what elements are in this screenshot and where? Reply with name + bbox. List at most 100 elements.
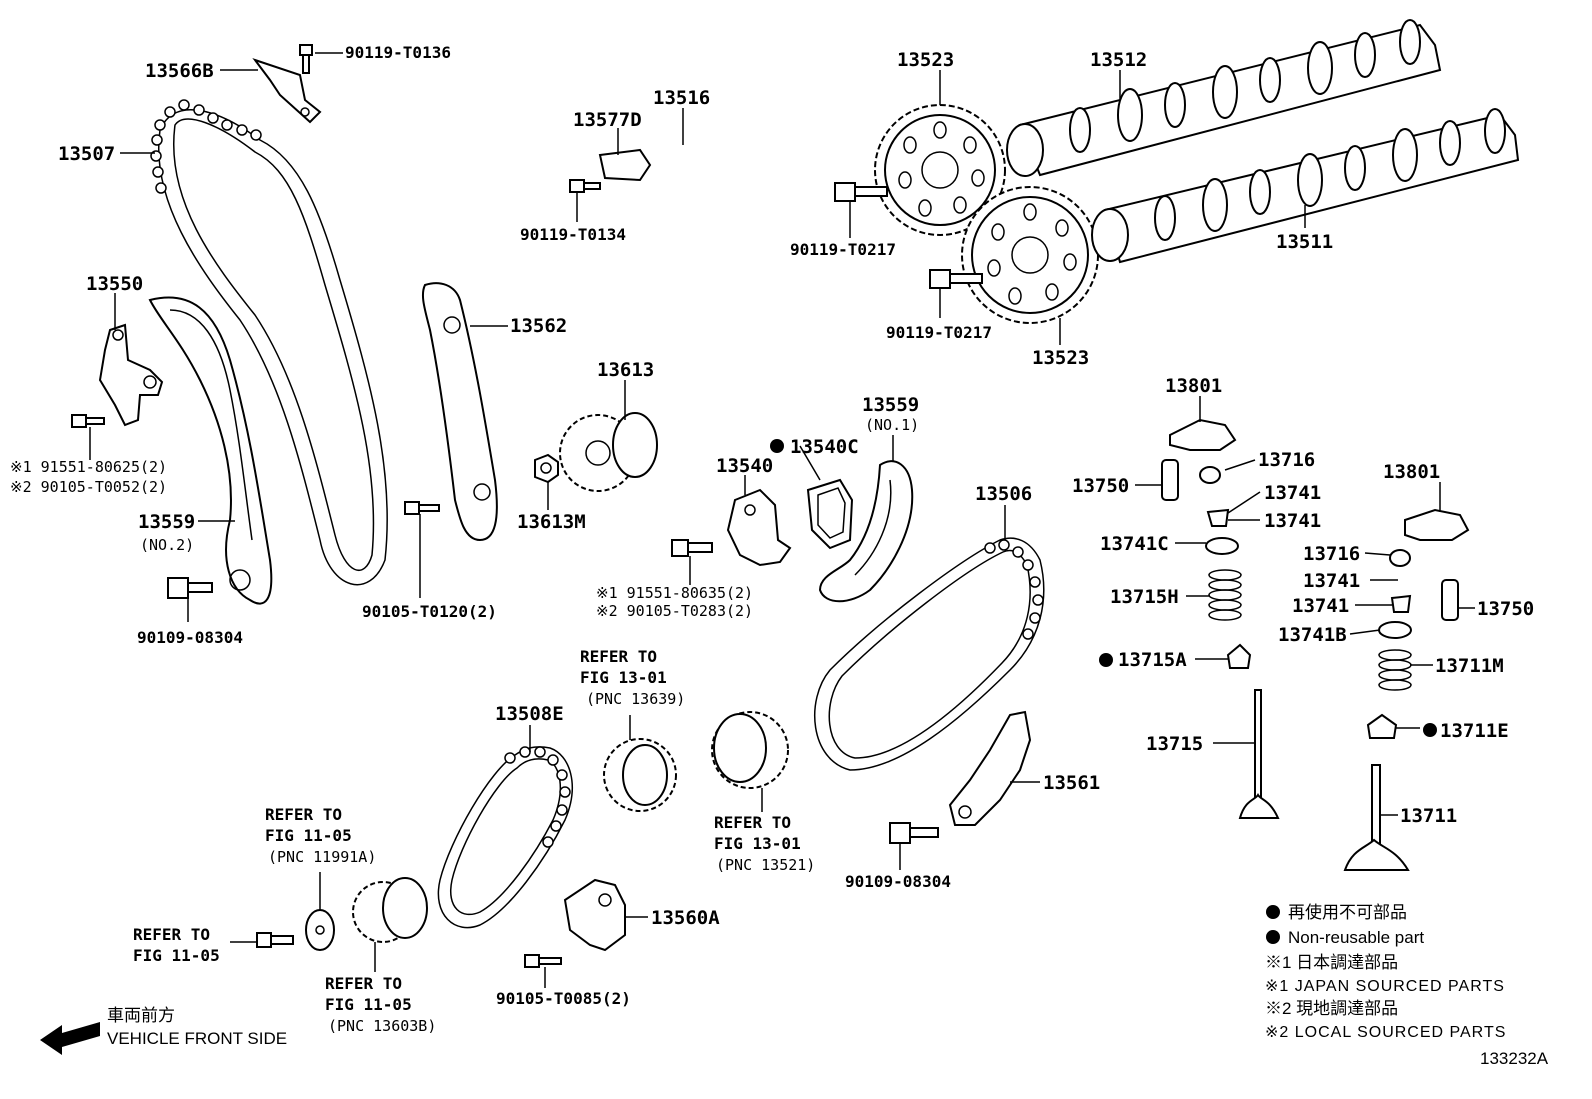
- timing-chain-13506[interactable]: [813, 537, 1045, 771]
- ref-13639-line1: REFER TO: [580, 647, 657, 666]
- retainer-13741C[interactable]: [1205, 537, 1239, 555]
- pipe-13516[interactable]: [658, 143, 700, 175]
- label-13711E: 13711E: [1440, 720, 1509, 742]
- label-13507: 13507: [58, 143, 115, 165]
- label-13561: 13561: [1043, 772, 1100, 794]
- camshaft-sprocket-13523-top[interactable]: [874, 104, 1006, 236]
- label-13741B: 13741B: [1278, 624, 1347, 646]
- bolt-90119-T0134[interactable]: [569, 179, 601, 193]
- reference-notes: REFER TO FIG 13-01 (PNC 13639) REFER TO …: [133, 647, 815, 1035]
- label-90119-T0217-a: 90119-T0217: [790, 240, 896, 259]
- label-13523-bottom: 13523: [1032, 347, 1089, 369]
- label-13516: 13516: [653, 87, 710, 109]
- label-13741C: 13741C: [1100, 533, 1169, 555]
- rocker-arm-13801-a[interactable]: [1169, 418, 1237, 451]
- bolt-90109-08304-b[interactable]: [889, 822, 939, 844]
- crank-sprocket-13639[interactable]: [603, 738, 677, 812]
- washer-11991A[interactable]: [305, 909, 335, 951]
- label-90119-T0134: 90119-T0134: [520, 225, 626, 244]
- label-90109-08304-a: 90109-08304: [137, 628, 243, 647]
- pad-13716-b[interactable]: [1389, 549, 1411, 567]
- idler-gear-13613[interactable]: [559, 412, 658, 492]
- part-labels: 13566B 90119-T0136 13507 13577D 13516 90…: [10, 43, 1534, 1008]
- front-jp: 車両前方: [107, 1006, 175, 1025]
- chain-slipper-13559-no2[interactable]: [148, 296, 273, 605]
- bolt-91551-80625[interactable]: [71, 414, 105, 428]
- chain-slipper-13559-no1[interactable]: [818, 460, 914, 603]
- label-13750-b: 13750: [1477, 598, 1534, 620]
- label-90119-T0217-b: 90119-T0217: [886, 323, 992, 342]
- adjuster-13750-b[interactable]: [1441, 579, 1459, 621]
- chain-guide-13562[interactable]: [421, 282, 498, 542]
- camshaft-13512[interactable]: [1006, 19, 1442, 177]
- legend: 再使用不可部品 Non-reusable part ※1 日本調達部品 ※1 J…: [1265, 902, 1506, 1041]
- gasket-13540C[interactable]: [806, 478, 854, 550]
- bolt-90109-08304-a[interactable]: [167, 577, 213, 599]
- bolt-90119-T0136[interactable]: [299, 44, 313, 74]
- bracket-13577D[interactable]: [598, 148, 652, 182]
- label-13512: 13512: [1090, 49, 1147, 71]
- chain-tensioner-13550[interactable]: [98, 323, 164, 427]
- bolt-90105-T0120[interactable]: [404, 501, 440, 515]
- label-13560A: 13560A: [651, 907, 720, 929]
- retainer-13741B[interactable]: [1378, 621, 1412, 639]
- spring-13715H[interactable]: [1208, 569, 1242, 621]
- legend-bullet-jp: 再使用不可部品: [1288, 902, 1407, 922]
- label-13715A: 13715A: [1118, 649, 1187, 671]
- ref-11991A-line2: FIG 11-05: [265, 826, 352, 845]
- seal-13711E[interactable]: [1366, 713, 1398, 739]
- spring-13711M[interactable]: [1378, 649, 1412, 691]
- camshaft-sprocket-13523-bottom[interactable]: [961, 186, 1099, 324]
- label-91551-80625: ※1 91551-80625(2): [10, 458, 167, 476]
- ref-13603B-line1: REFER TO: [325, 974, 402, 993]
- tensioner-13560A[interactable]: [563, 878, 626, 952]
- label-13715H: 13715H: [1110, 586, 1179, 608]
- tensioner-13540[interactable]: [726, 488, 792, 567]
- ref-13521-line2: FIG 13-01: [714, 834, 801, 853]
- label-13741-d: 13741: [1292, 595, 1349, 617]
- bolt-90119-T0217-a[interactable]: [834, 182, 888, 202]
- label-90105-T0085: 90105-T0085(2): [496, 989, 631, 1008]
- label-13559-no2: 13559: [138, 511, 195, 533]
- leader-lines: [89, 52, 1475, 988]
- keeper-13741-c[interactable]: [1390, 594, 1412, 613]
- pad-13716-a[interactable]: [1199, 466, 1221, 484]
- legend-note2-en: ※2 LOCAL SOURCED PARTS: [1265, 1024, 1506, 1041]
- bolt-91551-80635[interactable]: [671, 539, 713, 557]
- timing-chain-13507[interactable]: [150, 99, 388, 586]
- bracket-13566B[interactable]: [252, 58, 322, 124]
- valve-13711[interactable]: [1343, 764, 1410, 871]
- seal-13715A[interactable]: [1226, 643, 1252, 669]
- label-13741-c: 13741: [1303, 570, 1360, 592]
- figure-id: 133232A: [1480, 1049, 1549, 1068]
- label-13801-b: 13801: [1383, 461, 1440, 483]
- legend-note1-en: ※1 JAPAN SOURCED PARTS: [1265, 978, 1505, 995]
- bolt-1105[interactable]: [256, 932, 294, 948]
- label-91551-80635: ※1 91551-80635(2): [596, 584, 753, 602]
- sprocket-13521[interactable]: [711, 711, 789, 789]
- label-13613: 13613: [597, 359, 654, 381]
- adjuster-13750-a[interactable]: [1161, 459, 1179, 501]
- legend-bullet-icon: [1266, 905, 1280, 919]
- rocker-arm-13801-b[interactable]: [1404, 508, 1470, 541]
- sprocket-13603B[interactable]: [352, 877, 428, 943]
- chain-guide-13561[interactable]: [948, 710, 1032, 826]
- label-13741-a: 13741: [1264, 482, 1321, 504]
- ref-13603B-line3: (PNC 13603B): [328, 1017, 436, 1035]
- ref-1105-line1: REFER TO: [133, 925, 210, 944]
- label-90105-T0120: 90105-T0120(2): [362, 602, 497, 621]
- ref-13603B-line2: FIG 11-05: [325, 995, 412, 1014]
- timing-chain-13508E[interactable]: [437, 746, 573, 929]
- label-13801-a: 13801: [1165, 375, 1222, 397]
- label-13550: 13550: [86, 273, 143, 295]
- camshaft-13511[interactable]: [1091, 108, 1520, 264]
- ref-11991A-line1: REFER TO: [265, 805, 342, 824]
- valve-13715[interactable]: [1238, 689, 1280, 819]
- non-reusable-markers: [770, 439, 1437, 737]
- keeper-13741-a[interactable]: [1206, 508, 1230, 527]
- label-90109-08304-b: 90109-08304: [845, 872, 951, 891]
- bolt-90105-T0085[interactable]: [524, 954, 562, 968]
- label-13540: 13540: [716, 455, 773, 477]
- bolt-13613M[interactable]: [534, 453, 559, 484]
